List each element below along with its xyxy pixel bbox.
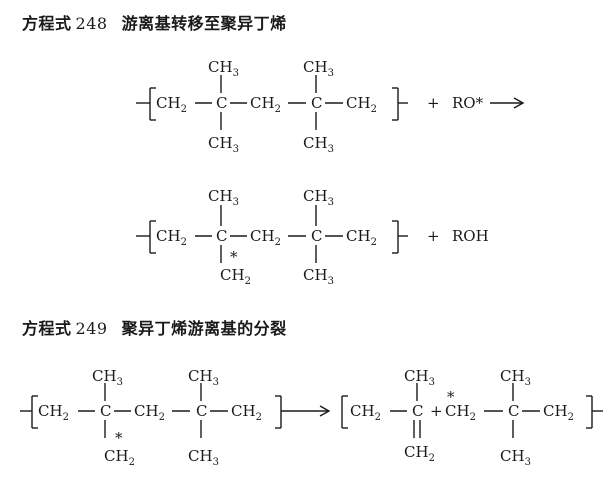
methyl-group: CH3: [500, 447, 531, 468]
ch2-group: CH2: [250, 94, 281, 115]
quaternary-carbon: C: [216, 227, 227, 245]
polyisobutylene-radical-chain: CH2 C CH3 * CH2 CH2 C CH3 CH3 CH2: [136, 187, 408, 287]
radical-star: *: [115, 429, 123, 447]
equation-number: 248: [75, 14, 108, 33]
quaternary-carbon: C: [311, 94, 322, 112]
methyl-group: CH3: [303, 58, 334, 79]
methyl-group: CH3: [303, 266, 334, 287]
reaction-arrow: [281, 405, 331, 417]
equation-title: 游离基转移至聚异丁烯: [121, 14, 287, 33]
ch2-group: CH2: [350, 402, 381, 423]
alkoxy-radical: RO*: [452, 94, 484, 112]
reaction-arrow: [490, 97, 525, 109]
ch2-group: CH2: [231, 402, 262, 423]
polyisobutylene-chain-1: CH2 C CH3 CH3 CH2 C CH3 CH3 CH2: [136, 58, 408, 155]
methyl-group: CH3: [303, 134, 334, 155]
quaternary-carbon: C: [508, 402, 519, 420]
methyl-group: CH3: [208, 58, 239, 79]
methyl-group: CH3: [208, 134, 239, 155]
alkene-carbon: C: [412, 402, 423, 420]
quaternary-carbon: C: [100, 402, 111, 420]
equation-label: 方程式: [22, 319, 72, 338]
ch2-group: CH2: [38, 402, 69, 423]
ch2-group: CH2: [346, 227, 377, 248]
methyl-group: CH3: [500, 367, 531, 388]
radical-ch2-group: CH2: [445, 402, 476, 423]
scission-products: CH2 C CH3 CH2 + * CH2 C CH3 CH3 CH2: [341, 367, 603, 468]
methyl-group: CH3: [208, 187, 239, 208]
quaternary-carbon: C: [196, 402, 207, 420]
radical-star: *: [447, 388, 455, 406]
ch2-group: CH2: [156, 227, 187, 248]
ch2-group: CH2: [134, 402, 165, 423]
methyl-group: CH3: [188, 367, 219, 388]
ch2-group: CH2: [250, 227, 281, 248]
quaternary-carbon: C: [311, 227, 322, 245]
radical-ch2-group: CH2: [104, 447, 135, 468]
alcohol-product: ROH: [452, 227, 489, 245]
methyl-group: CH3: [188, 447, 219, 468]
plus-sign: +: [430, 402, 443, 420]
plus-sign: +: [427, 227, 440, 245]
quaternary-carbon: C: [216, 94, 227, 112]
equation-label: 方程式: [22, 14, 72, 33]
plus-sign: +: [427, 94, 440, 112]
ch2-group: CH2: [346, 94, 377, 115]
methyl-group: CH3: [404, 367, 435, 388]
equation-title: 聚异丁烯游离基的分裂: [121, 319, 287, 338]
methylene-group: CH2: [404, 443, 435, 464]
radical-ch2-group: CH2: [220, 266, 251, 287]
ch2-group: CH2: [156, 94, 187, 115]
equation-number: 249: [75, 319, 108, 338]
radical-star: *: [230, 248, 238, 266]
methyl-group: CH3: [92, 367, 123, 388]
radical-chain-reactant: CH2 C CH3 * CH2 CH2 C CH3 CH3 CH2: [20, 367, 282, 468]
methyl-group: CH3: [303, 187, 334, 208]
ch2-group: CH2: [543, 402, 574, 423]
